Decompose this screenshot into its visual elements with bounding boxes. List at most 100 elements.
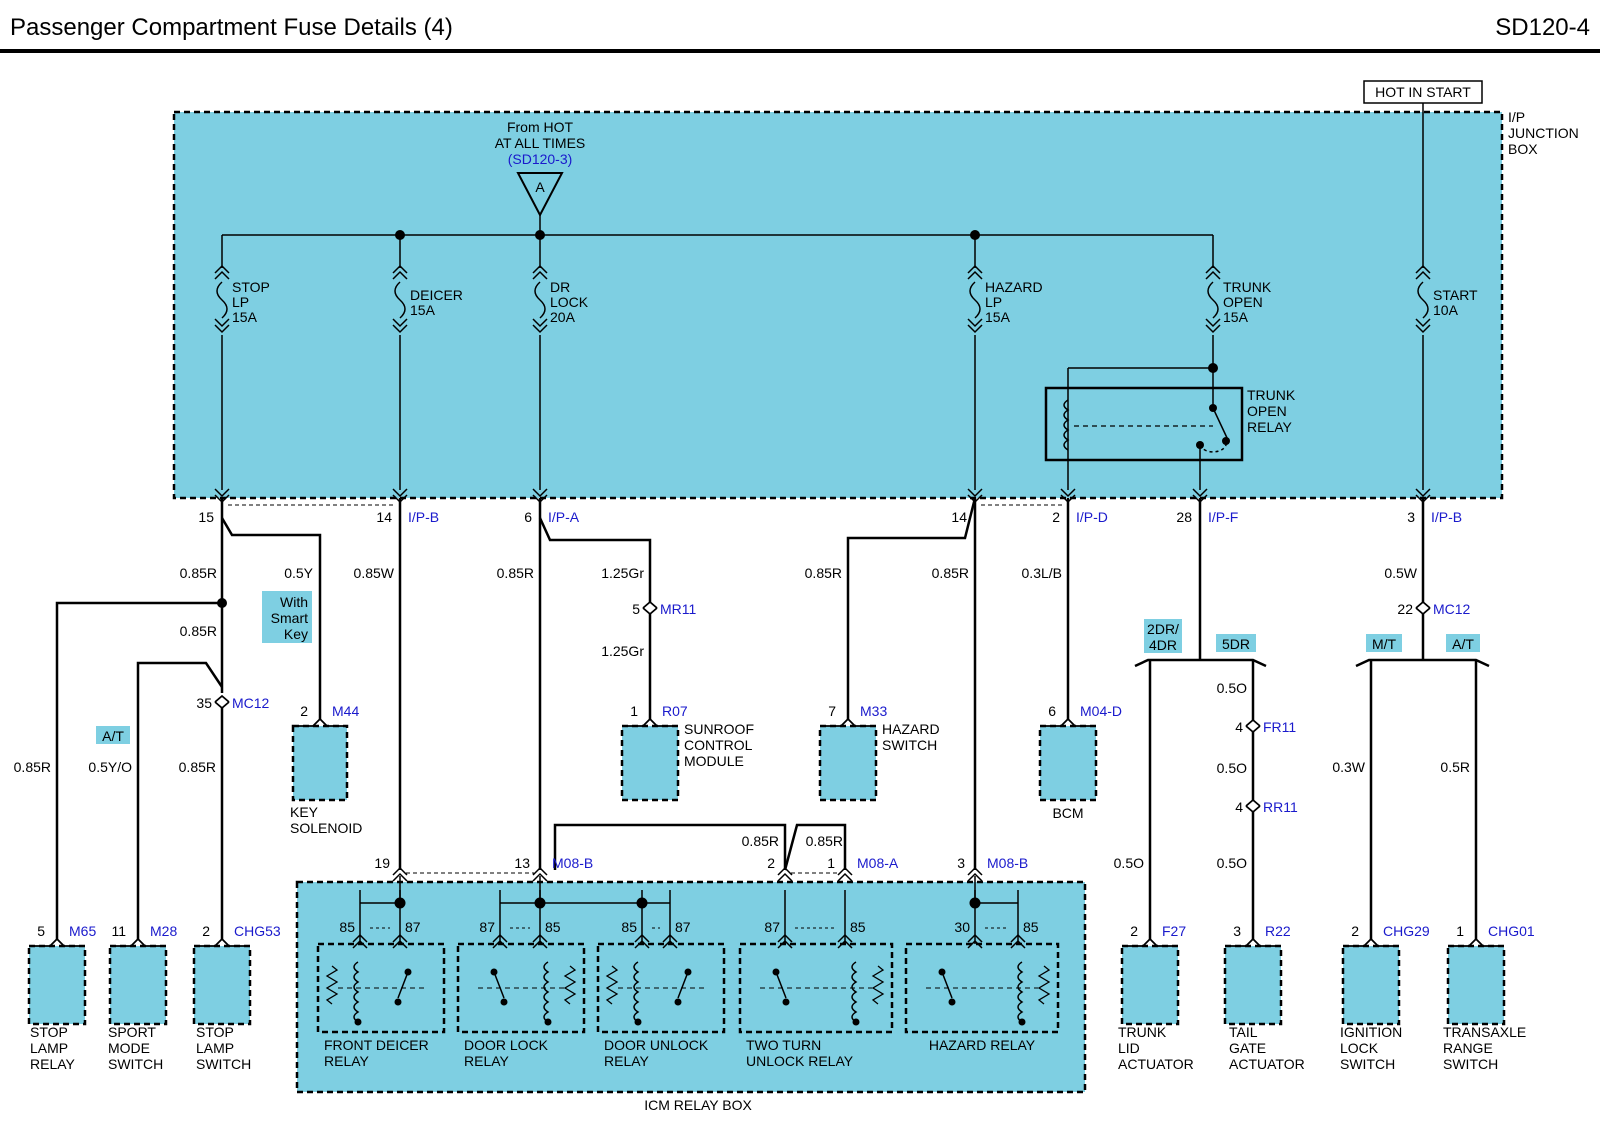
wire-label: 0.85W <box>354 565 395 581</box>
component-label: SWITCH <box>1443 1056 1498 1072</box>
pin-number: 1 <box>1456 923 1464 939</box>
wire-label: 0.85R <box>180 565 217 581</box>
wire-label: 0.85R <box>805 565 842 581</box>
wire-label: 0.3L/B <box>1022 565 1062 581</box>
wire-label: 1.25Gr <box>601 565 644 581</box>
pin-number: 1 <box>827 855 835 871</box>
connector-id: M08-B <box>552 855 593 871</box>
fuse-icon <box>1417 281 1429 319</box>
component-label: LID <box>1118 1040 1140 1056</box>
connector-id: I/P-A <box>548 509 580 525</box>
component-label: TAIL <box>1229 1024 1258 1040</box>
wire-label: 0.85R <box>497 565 534 581</box>
wire-label: 0.5R <box>1440 759 1470 775</box>
ip-junction-box: I/P JUNCTION BOX <box>172 109 1579 500</box>
fuse-icon <box>969 281 981 319</box>
coil-icon <box>851 961 858 1023</box>
junction-box-label-1: I/P <box>1508 109 1525 125</box>
connector-id: I/P-D <box>1076 509 1108 525</box>
trunk-relay-label-3: RELAY <box>1247 419 1293 435</box>
component-label: MODE <box>108 1040 150 1056</box>
pin-number: 4 <box>1235 799 1243 815</box>
pin-number: 13 <box>514 855 530 871</box>
fuse-label: 15A <box>1223 309 1249 325</box>
pin-number: 2 <box>767 855 775 871</box>
pin-number: 5 <box>632 601 640 617</box>
component-label: STOP <box>30 1024 68 1040</box>
pin-number: 5 <box>37 923 45 939</box>
source-ref: (SD120-3) <box>508 151 573 167</box>
connector-id: MC12 <box>232 695 270 711</box>
component-label: LAMP <box>30 1040 68 1056</box>
wire-label: 0.5W <box>1384 565 1417 581</box>
wire-label: 0.5Y/O <box>88 759 132 775</box>
coil-icon <box>633 961 640 1023</box>
pin-number: 3 <box>1233 923 1241 939</box>
inline-connector: 35 MC12 <box>196 694 270 711</box>
trunk-relay-label-2: OPEN <box>1247 403 1287 419</box>
switch-icon <box>677 971 689 999</box>
component-label: BCM <box>1052 805 1083 821</box>
diagram-code: SD120-4 <box>1495 14 1590 41</box>
fuse-label: LP <box>232 294 249 310</box>
terminal-label: 85 <box>621 919 637 935</box>
pin-number: 14 <box>376 509 392 525</box>
relay-label: FRONT DEICER <box>324 1037 429 1053</box>
resistor-icon <box>325 965 339 1005</box>
fuse-icon <box>216 281 228 319</box>
wire-label: 0.85R <box>932 565 969 581</box>
wire-label: 0.85R <box>180 623 217 639</box>
harness-wires <box>55 497 1490 940</box>
component-label: IGNITION <box>1340 1024 1402 1040</box>
wire-label: 0.85R <box>179 759 216 775</box>
wire-label: 0.5O <box>1217 760 1247 776</box>
component-label: HAZARD <box>882 721 940 737</box>
component-label: SUNROOF <box>684 721 754 737</box>
terminal-label: 87 <box>764 919 780 935</box>
terminal-label: 85 <box>545 919 561 935</box>
pin-number: 35 <box>196 695 212 711</box>
harness-junction-dots <box>217 598 227 608</box>
connector-id: M04-D <box>1080 703 1122 719</box>
trunk-relay-label-1: TRUNK <box>1247 387 1296 403</box>
relay-label: RELAY <box>464 1053 510 1069</box>
component-label: SWITCH <box>196 1056 251 1072</box>
terminal-label: 85 <box>850 919 866 935</box>
fuse-label: HAZARD <box>985 279 1043 295</box>
resistor-icon <box>1037 965 1051 1005</box>
power-source: From HOT AT ALL TIMES (SD120-3) A <box>495 119 585 218</box>
component-label: LOCK <box>1340 1040 1379 1056</box>
wire-label: 1.25Gr <box>601 643 644 659</box>
pin-number: 3 <box>1407 509 1415 525</box>
pin-number: 14 <box>951 509 967 525</box>
fuse-label: DR <box>550 279 570 295</box>
fuse-label: 15A <box>410 302 436 318</box>
wire-labels: 0.85R 0.85R 0.5Y 0.85W 0.85R 1.25Gr 1.25… <box>14 565 1470 871</box>
junction-box-label-2: JUNCTION <box>1508 125 1579 141</box>
dr-tag-1: 2DR/ <box>1147 621 1179 637</box>
pin-number: 2 <box>202 923 210 939</box>
component-label: CONTROL <box>684 737 753 753</box>
smart-key-tag-2: Smart <box>271 610 308 626</box>
pin-number: 6 <box>524 509 532 525</box>
wire-label: 0.85R <box>14 759 51 775</box>
pin-number: 2 <box>1351 923 1359 939</box>
